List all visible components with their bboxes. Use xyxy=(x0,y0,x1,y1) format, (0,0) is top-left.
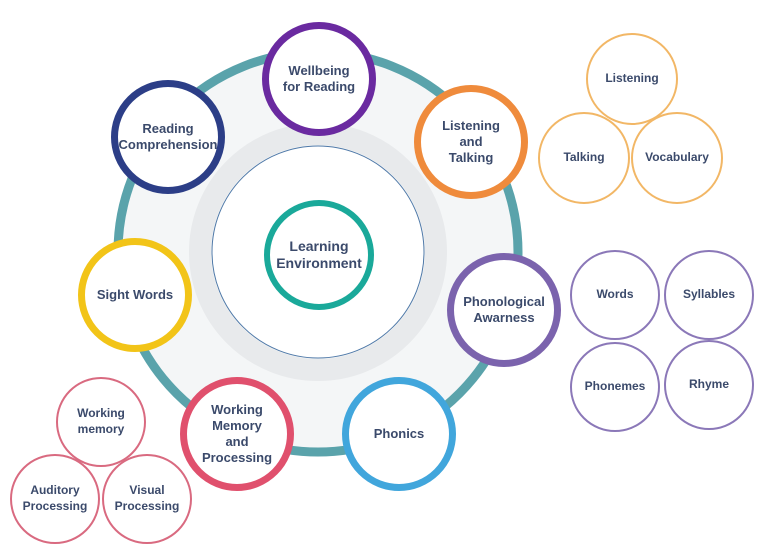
sub-working-memory: Working memory xyxy=(56,377,146,467)
sub-vocabulary: Vocabulary xyxy=(631,112,723,204)
sub-visual-processing: Visual Processing xyxy=(102,454,192,544)
sub-words: Words xyxy=(570,250,660,340)
sub-rhyme: Rhyme xyxy=(664,340,754,430)
sub-phonemes: Phonemes xyxy=(570,342,660,432)
sub-talking: Talking xyxy=(538,112,630,204)
node-reading-comprehension: Reading Comprehension xyxy=(111,80,225,194)
sub-listening: Listening xyxy=(586,33,678,125)
node-working-memory-and-processing: Working Memory and Processing xyxy=(180,377,294,491)
node-phonics: Phonics xyxy=(342,377,456,491)
node-wellbeing-for-reading: Wellbeing for Reading xyxy=(262,22,376,136)
sub-auditory-processing: Auditory Processing xyxy=(10,454,100,544)
node-listening-and-talking: Listening and Talking xyxy=(414,85,528,199)
node-sight-words: Sight Words xyxy=(78,238,192,352)
node-phonological-awarness: Phonological Awarness xyxy=(447,253,561,367)
sub-syllables: Syllables xyxy=(664,250,754,340)
center-learning-environment: Learning Environment xyxy=(264,200,374,310)
